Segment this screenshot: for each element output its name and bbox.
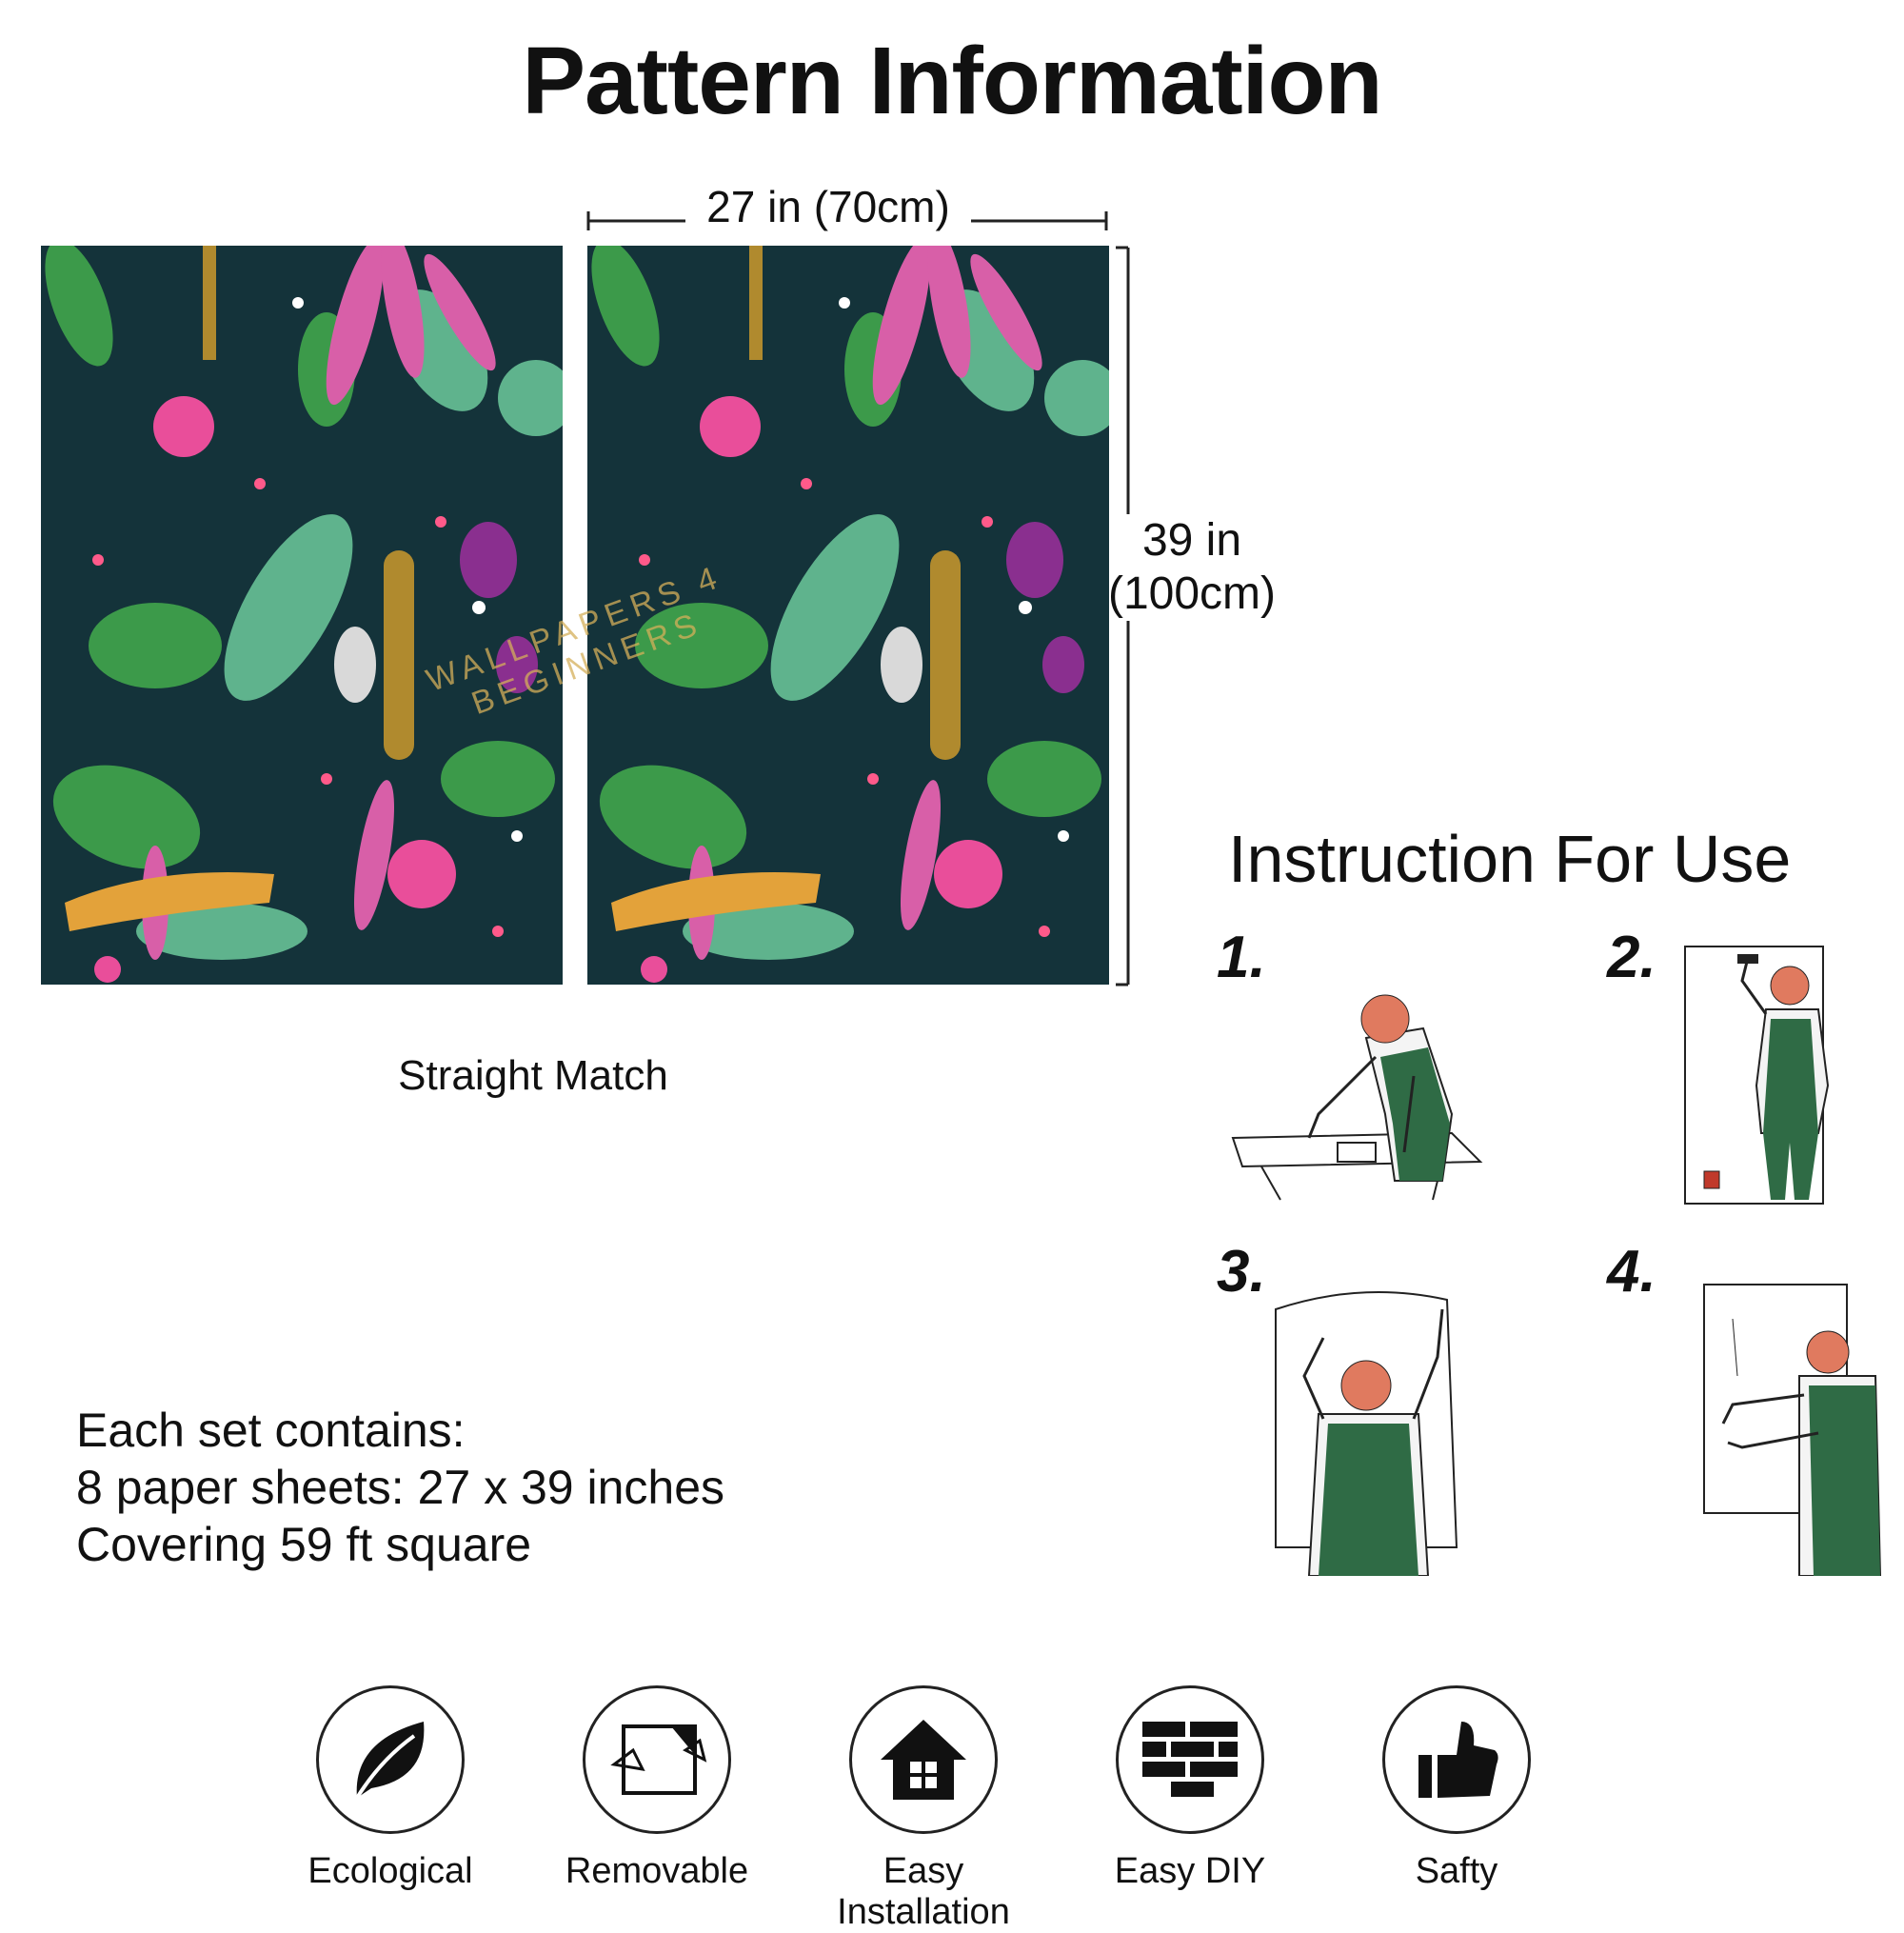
width-label: 27 in (70cm): [685, 181, 971, 232]
step-1-illustration: [1231, 994, 1483, 1201]
step-4-number: 4.: [1607, 1239, 1656, 1305]
step-1-number: 1.: [1217, 925, 1266, 990]
height-label-line2: (100cm): [1107, 568, 1277, 619]
leaf-icon: [316, 1685, 465, 1834]
feature-removable: Removable: [562, 1685, 752, 1892]
feature-ecological: Ecological: [295, 1685, 486, 1892]
instructions-title: Instruction For Use: [1228, 822, 1792, 896]
feature-label: Safty: [1415, 1851, 1498, 1891]
jungle-pattern-art: [41, 246, 563, 985]
feature-easy-diy: Easy DIY: [1095, 1685, 1285, 1892]
height-label-line1: 39 in: [1141, 515, 1242, 566]
step-2-number: 2.: [1607, 925, 1656, 990]
pattern-panel-right: [587, 246, 1109, 985]
feature-label: Easy Installation: [837, 1851, 1010, 1932]
set-info: Each set contains: 8 paper sheets: 27 x …: [76, 1402, 724, 1573]
step-3-number: 3.: [1217, 1239, 1266, 1305]
height-label: 39 in (100cm): [1097, 514, 1287, 621]
feature-safty: Safty: [1361, 1685, 1552, 1892]
page-title: Pattern Information: [522, 28, 1382, 134]
set-info-line3: Covering 59 ft square: [76, 1518, 532, 1571]
set-info-line1: Each set contains:: [76, 1404, 466, 1457]
pattern-panel-left: [41, 246, 563, 985]
peel-sheet-icon: [583, 1685, 731, 1834]
set-info-line2: 8 paper sheets: 27 x 39 inches: [76, 1461, 725, 1514]
brick-wall-icon: [1116, 1685, 1264, 1834]
step-4-illustration: [1703, 1284, 1882, 1576]
feature-easy-installation: Easy Installation: [828, 1685, 1019, 1933]
jungle-pattern-art: [587, 246, 1109, 985]
feature-label: Removable: [565, 1851, 749, 1891]
match-label: Straight Match: [398, 1052, 668, 1099]
thumbs-up-icon: [1382, 1685, 1531, 1834]
step-3-illustration: [1275, 1291, 1458, 1576]
step-2-illustration: [1684, 946, 1830, 1205]
feature-label: Ecological: [307, 1851, 473, 1891]
house-icon: [849, 1685, 998, 1834]
feature-label: Easy DIY: [1114, 1851, 1266, 1891]
